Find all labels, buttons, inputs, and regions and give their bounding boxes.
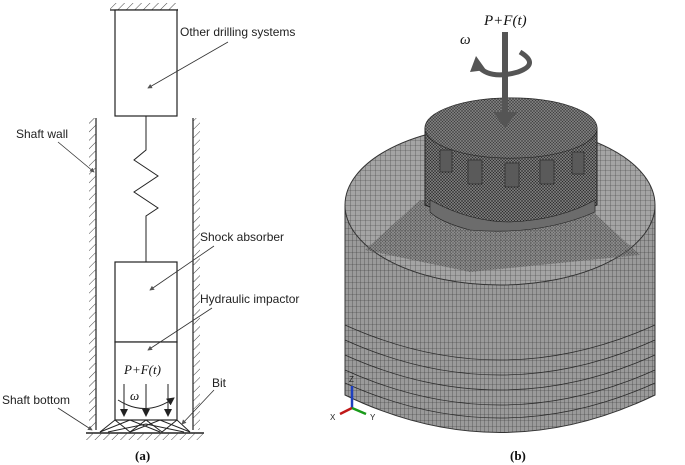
spring <box>133 116 159 262</box>
load-arrow-b <box>493 32 517 128</box>
axis-y-label: Y <box>370 413 376 422</box>
shaft-wall-left <box>89 118 97 430</box>
caption-b: (b) <box>510 448 526 463</box>
axis-x-label: X <box>330 413 336 422</box>
hydraulic-impactor-label: Hydraulic impactor <box>200 292 299 306</box>
rotation-arc <box>117 397 175 409</box>
shaft-wall-label: Shaft wall <box>16 127 68 141</box>
omega-label-b: ω <box>460 32 471 48</box>
rock-cylinder-bands <box>344 324 656 419</box>
shock-absorber-box <box>114 261 178 343</box>
bit-label: Bit <box>212 376 227 390</box>
other-drilling-systems-box <box>114 9 178 117</box>
shaft-bottom <box>86 432 204 440</box>
leader-lines <box>57 41 229 431</box>
other-drilling-systems-label: Other drilling systems <box>180 25 295 39</box>
omega-label-a: ω <box>130 388 139 403</box>
bit <box>99 419 191 433</box>
panel-b: P+F(t) ω Z X Y (b) <box>330 13 656 463</box>
caption-a: (a) <box>135 448 150 463</box>
shock-absorber-label: Shock absorber <box>200 230 284 244</box>
panel-a: Other drilling systems Shaft wall Shock … <box>2 3 299 463</box>
drill-bit-3d <box>424 97 598 232</box>
axis-triad: Z X Y <box>330 375 376 422</box>
shaft-wall-right <box>192 118 200 430</box>
axis-z-label: Z <box>349 375 354 384</box>
load-label-b: P+F(t) <box>483 13 527 29</box>
shaft-bottom-label: Shaft bottom <box>2 393 70 407</box>
top-support <box>110 3 178 11</box>
rotation-arrow-b <box>476 49 532 78</box>
load-label-a: P+F(t) <box>123 362 161 377</box>
